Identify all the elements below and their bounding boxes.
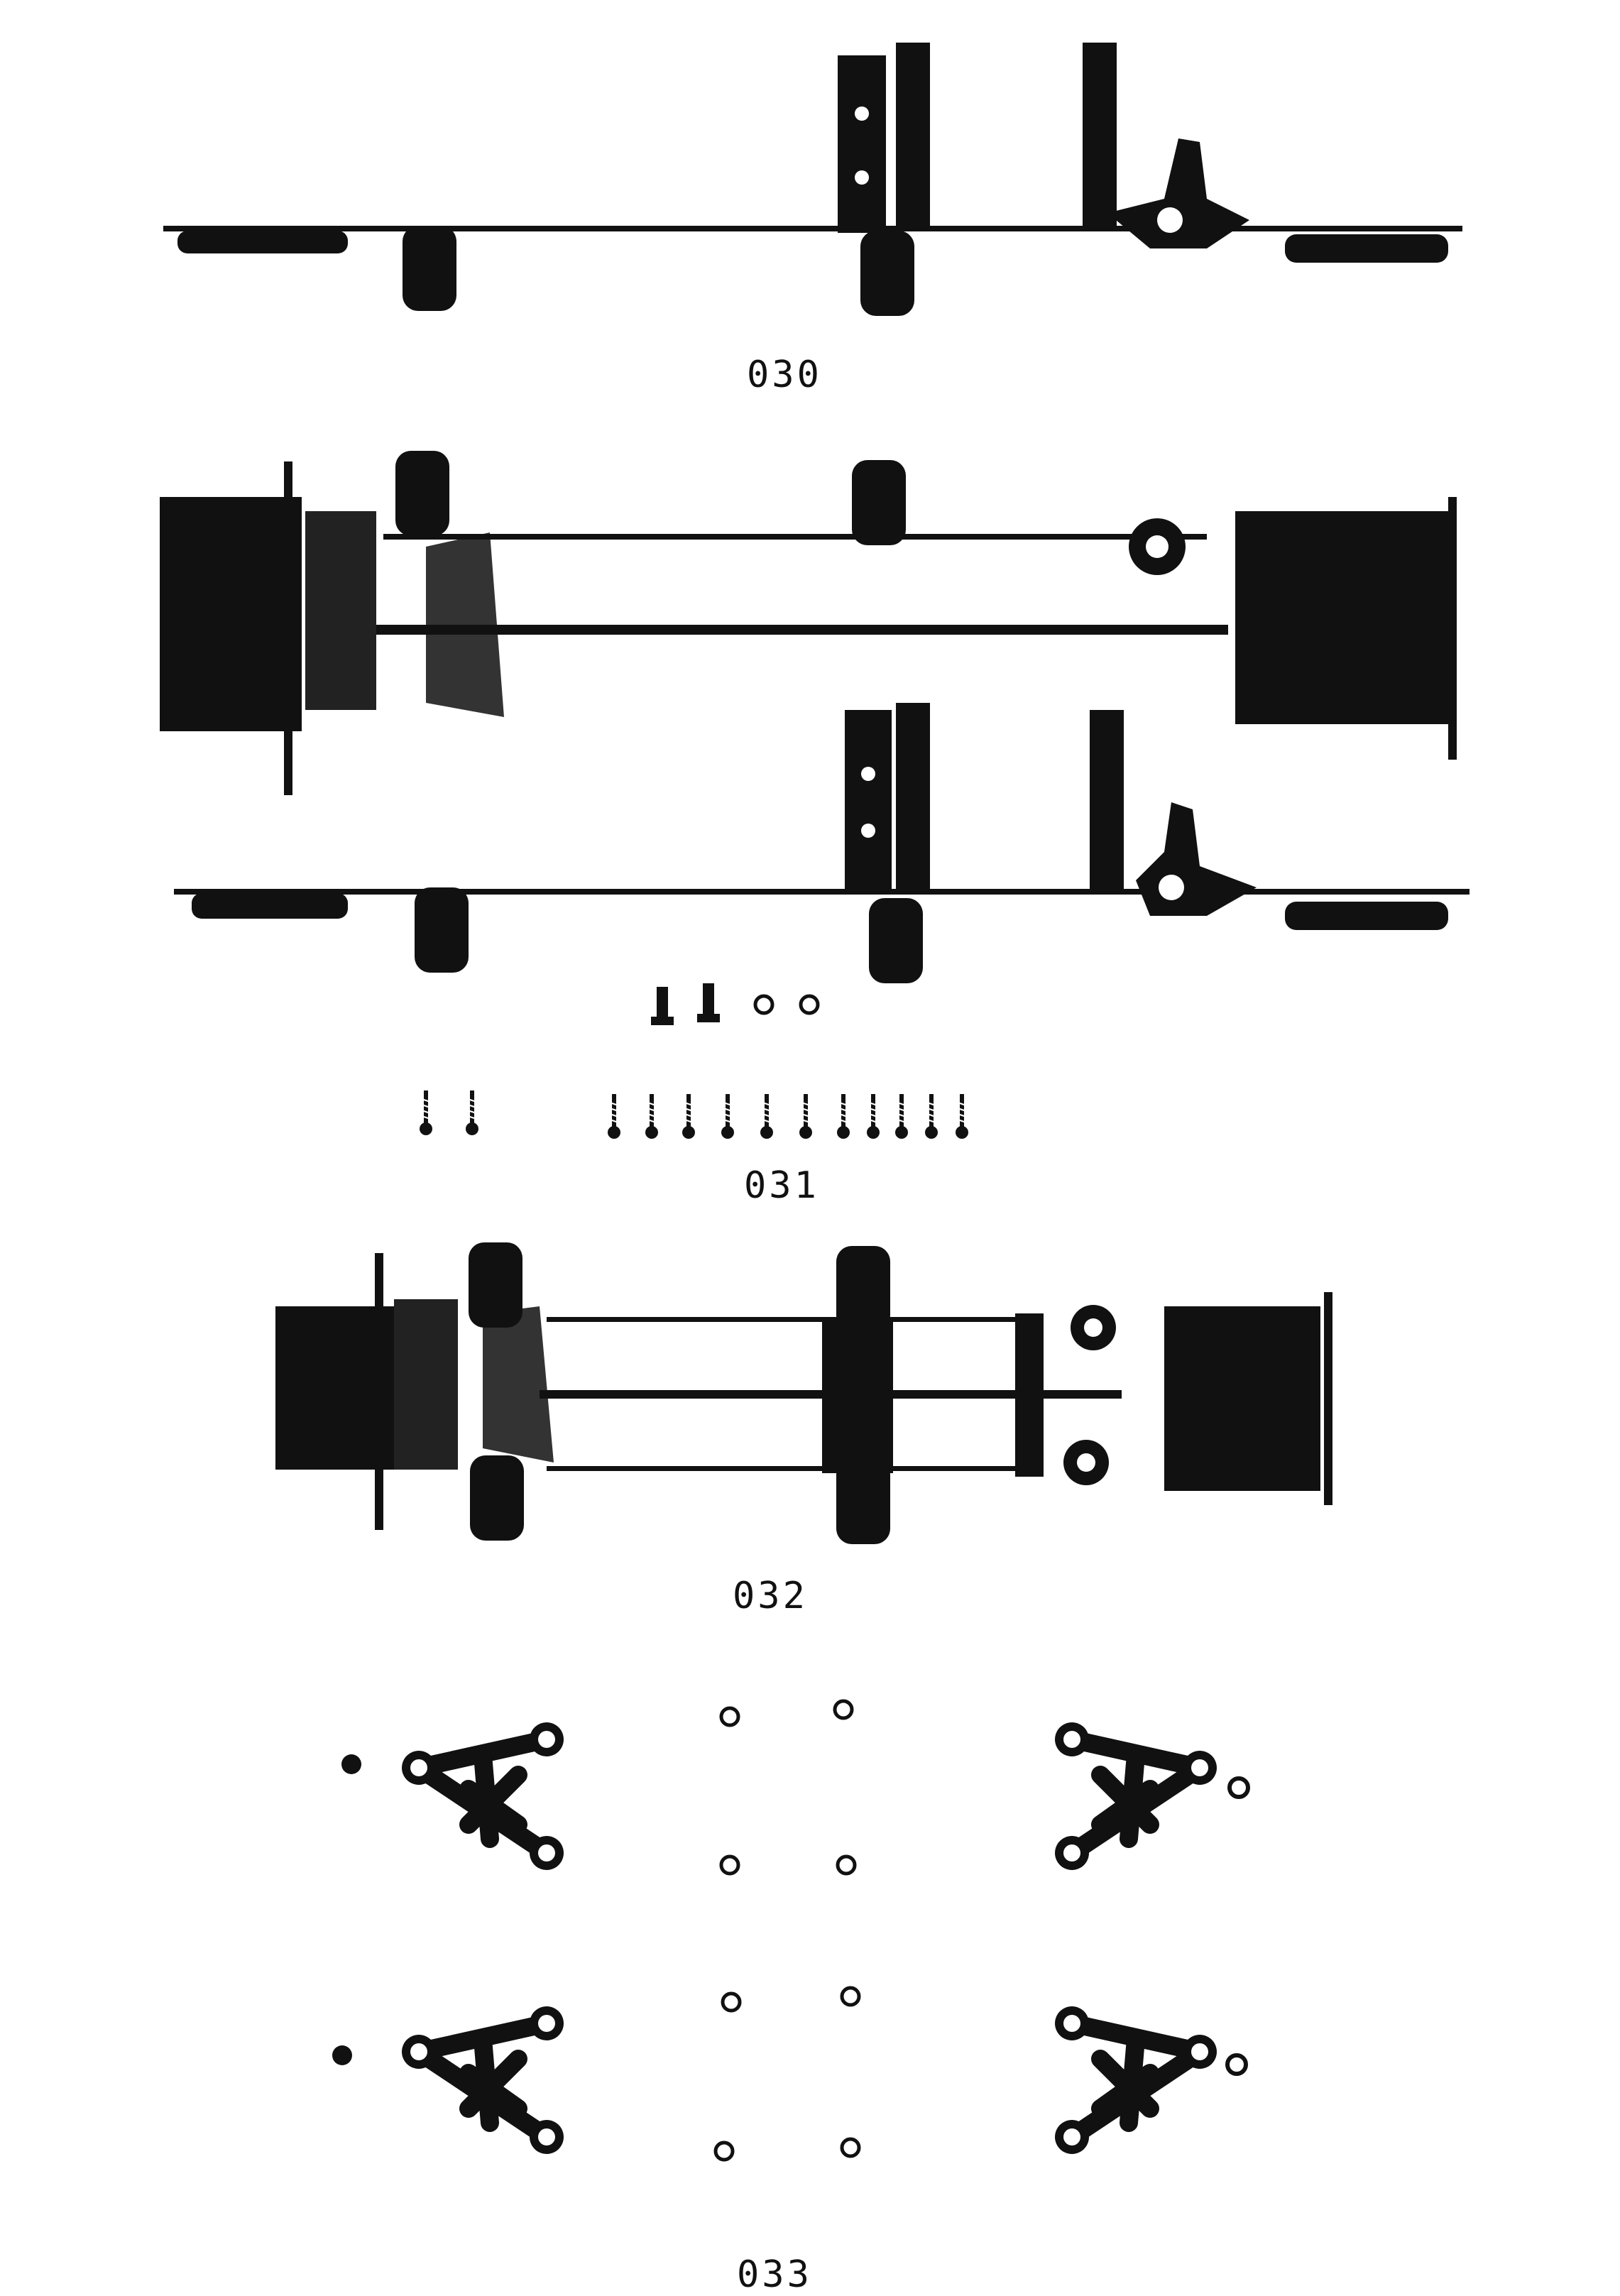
step-label-031: 031: [744, 1164, 819, 1207]
step-label-030: 030: [747, 354, 822, 396]
step-032-chassis-top-view: [275, 1242, 1332, 1544]
step-030-chassis-side-view: [163, 43, 1462, 316]
step-031-chassis-side-view: [174, 703, 1470, 983]
step-031-chassis-top-view: [160, 451, 1457, 795]
step-031-hardware: [419, 983, 969, 1139]
step-label-032: 032: [733, 1575, 808, 1617]
step-033-suspension-arms: [332, 1699, 1250, 2160]
step-label-033: 033: [737, 2253, 812, 2296]
